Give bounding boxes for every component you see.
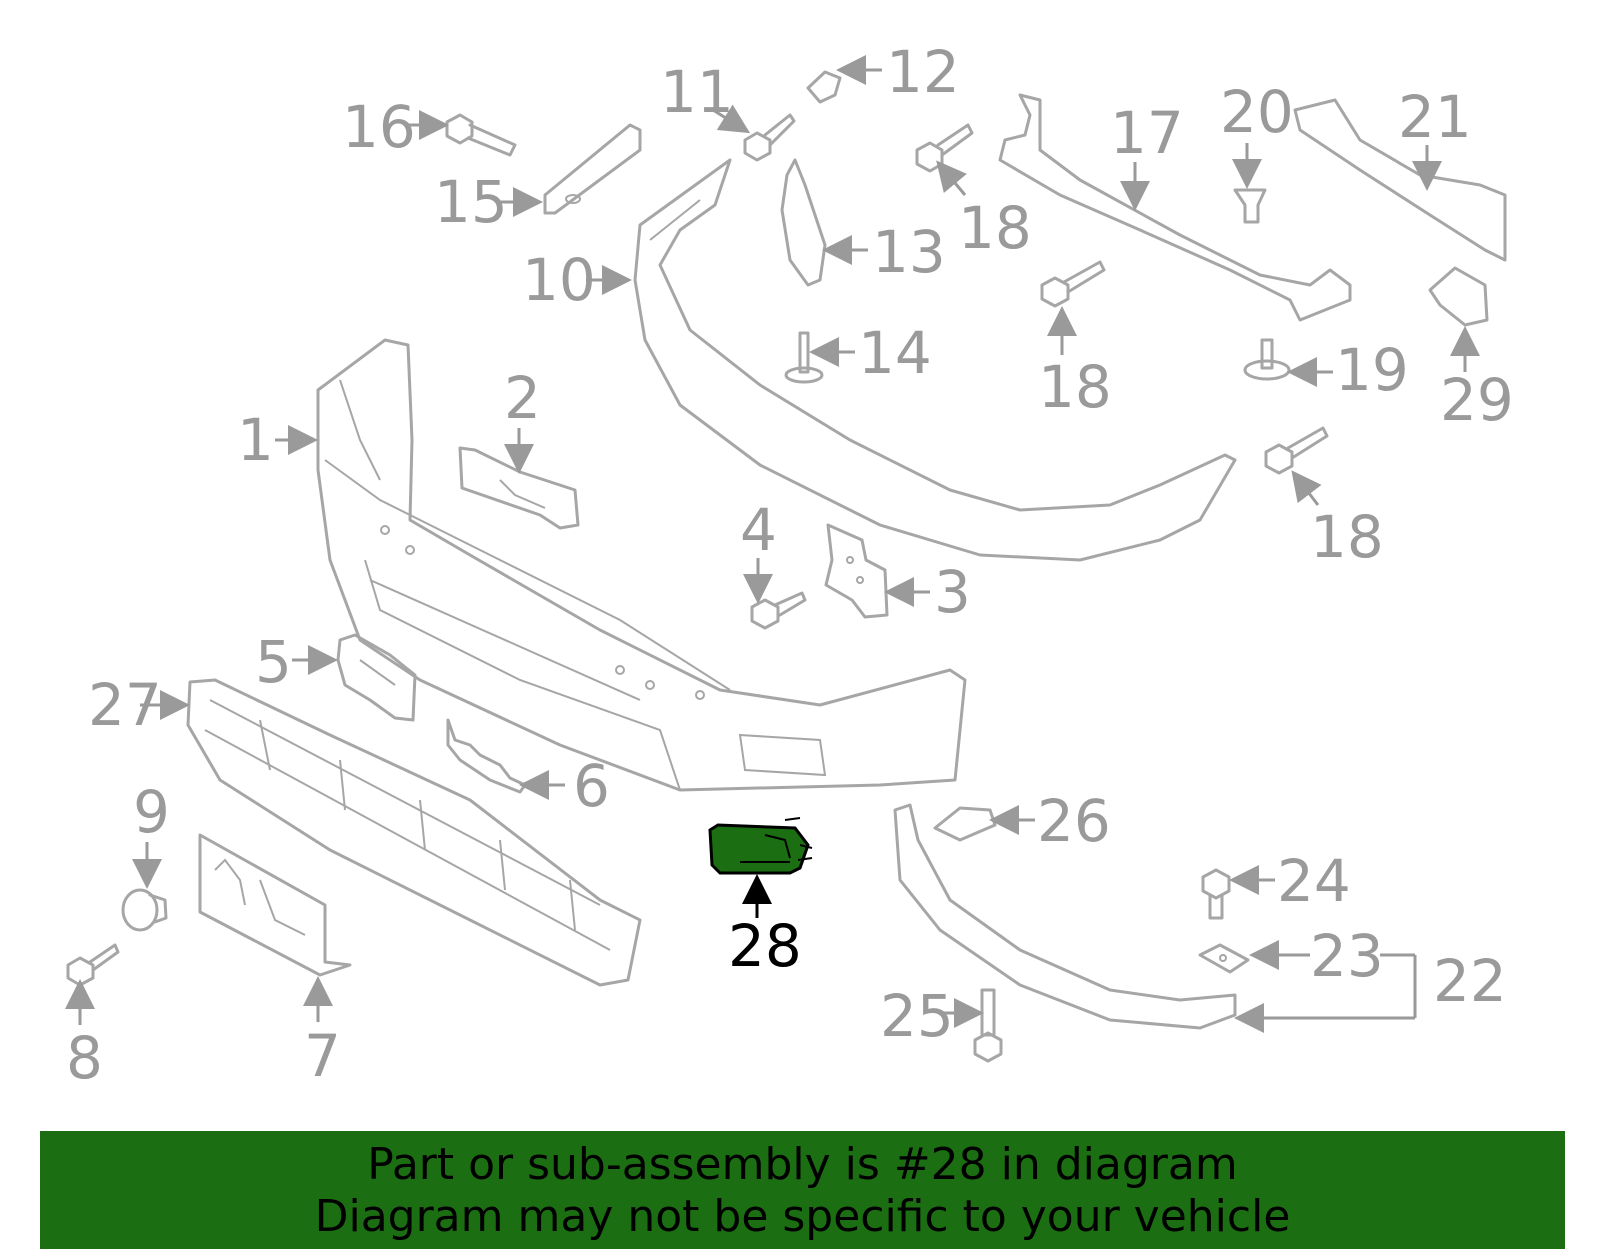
part-17-reinforcement xyxy=(998,93,1352,322)
part-6-bracket xyxy=(446,718,527,794)
callout-11: 11 xyxy=(660,58,734,126)
callout-14: 14 xyxy=(858,319,932,387)
callout-2: 2 xyxy=(504,364,541,432)
part-9-clip xyxy=(121,888,168,932)
part-22-lower-trim xyxy=(893,803,1237,1030)
callout-23: 23 xyxy=(1310,922,1384,990)
part-3-bracket xyxy=(824,523,889,619)
callout-6: 6 xyxy=(573,752,610,820)
callout-25: 25 xyxy=(880,982,954,1050)
callout-7: 7 xyxy=(304,1022,341,1090)
part-13-bracket xyxy=(780,158,827,287)
callout-29: 29 xyxy=(1440,366,1514,434)
banner-line-2: Diagram may not be specific to your vehi… xyxy=(314,1191,1291,1242)
callout-26: 26 xyxy=(1037,787,1111,855)
callout-18c: 18 xyxy=(1310,503,1384,571)
part-5-bracket xyxy=(336,633,417,722)
callout-19: 19 xyxy=(1335,336,1409,404)
part-19-pin xyxy=(1243,338,1291,381)
part-21-bracket xyxy=(1293,98,1507,262)
part-24-bolt xyxy=(1201,868,1231,920)
callout-21: 21 xyxy=(1398,83,1472,151)
part-7-plate-bracket xyxy=(198,833,352,977)
callout-9: 9 xyxy=(133,778,170,846)
part-27-absorber xyxy=(186,678,642,987)
parts-diagram: 1 2 3 4 5 6 7 8 9 10 11 12 13 14 15 16 1… xyxy=(65,38,1514,1092)
callout-20: 20 xyxy=(1220,78,1294,146)
part-25-bolt xyxy=(973,988,1003,1063)
part-16-bolt xyxy=(445,113,517,157)
callout-27: 27 xyxy=(88,671,162,739)
callout-4: 4 xyxy=(740,496,777,564)
part-20-clip xyxy=(1233,188,1267,224)
callout-28: 28 xyxy=(728,912,802,980)
callout-18b: 18 xyxy=(1038,353,1112,421)
callout-24: 24 xyxy=(1277,847,1351,915)
callout-16: 16 xyxy=(342,93,416,161)
part-15-bracket xyxy=(543,123,642,215)
part-8-bolt xyxy=(66,943,120,987)
callout-8: 8 xyxy=(66,1024,103,1092)
part-28-highlighted xyxy=(708,817,813,875)
part-29-bracket xyxy=(1428,266,1489,327)
part-18-bolt-c xyxy=(1264,426,1329,475)
callout-13: 13 xyxy=(872,218,946,286)
part-26-bracket xyxy=(933,806,997,842)
part-1-bumper xyxy=(316,338,967,792)
part-12-clip xyxy=(806,70,842,104)
part-4-bolt xyxy=(750,591,807,630)
callout-22: 22 xyxy=(1433,947,1507,1015)
callout-17: 17 xyxy=(1110,99,1184,167)
part-14-pin xyxy=(784,331,824,384)
part-2-bracket xyxy=(458,446,580,530)
callout-1: 1 xyxy=(237,406,274,474)
leader-arrows xyxy=(65,55,1480,1033)
part-10-upper-cover xyxy=(633,158,1237,562)
banner-line-1: Part or sub-assembly is #28 in diagram xyxy=(367,1139,1238,1190)
part-23-retainer xyxy=(1198,943,1250,974)
callout-5: 5 xyxy=(255,628,292,696)
part-18-bolt-a xyxy=(915,123,974,173)
part-18-bolt-b xyxy=(1040,260,1106,308)
callout-15: 15 xyxy=(434,168,508,236)
callout-labels: 1 2 3 4 5 6 7 8 9 10 11 12 13 14 15 16 1… xyxy=(66,38,1514,1092)
info-banner: Part or sub-assembly is #28 in diagram D… xyxy=(40,1131,1565,1249)
callout-18a: 18 xyxy=(958,194,1032,262)
callout-3: 3 xyxy=(934,558,971,626)
callout-12: 12 xyxy=(886,38,960,106)
part-11-bolt xyxy=(743,113,796,162)
callout-10: 10 xyxy=(522,246,596,314)
